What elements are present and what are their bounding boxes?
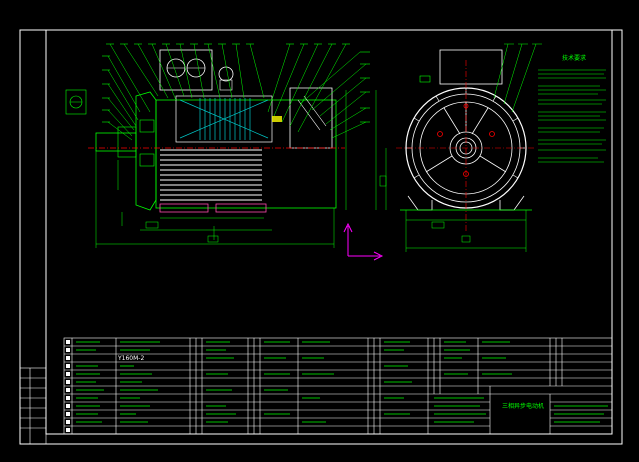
leader-lines-side <box>107 43 367 141</box>
parts-table-entries <box>76 341 608 423</box>
end-view-feet[interactable] <box>407 195 433 211</box>
callout-ticks-top <box>102 43 370 123</box>
dimension-lines-side <box>95 90 347 248</box>
ucs-icon <box>343 222 384 261</box>
front-end-shield[interactable] <box>135 91 157 211</box>
sheet-border <box>19 29 623 445</box>
cooling-fins <box>160 149 262 201</box>
foot-right[interactable] <box>215 203 267 213</box>
stator-winding <box>179 98 269 140</box>
junction-box[interactable] <box>159 49 213 91</box>
title-block-title: 三相异步电动机 <box>502 403 545 410</box>
parts-list-table[interactable] <box>63 337 613 435</box>
foot-left[interactable] <box>159 203 209 213</box>
tech-requirements-heading: 技术要求 <box>562 55 587 62</box>
motor-side-view[interactable] <box>65 49 345 213</box>
binding-strip <box>19 367 47 445</box>
drawing-frame <box>45 29 613 435</box>
motor-frame[interactable] <box>155 99 337 209</box>
parts-table-model-label: Y160M-2 <box>118 355 145 362</box>
row-index-markers <box>66 340 70 432</box>
end-view-terminal-box[interactable] <box>439 49 503 85</box>
motor-end-view[interactable] <box>375 43 542 252</box>
lifting-eye[interactable] <box>218 66 234 82</box>
technical-requirements <box>538 69 606 163</box>
